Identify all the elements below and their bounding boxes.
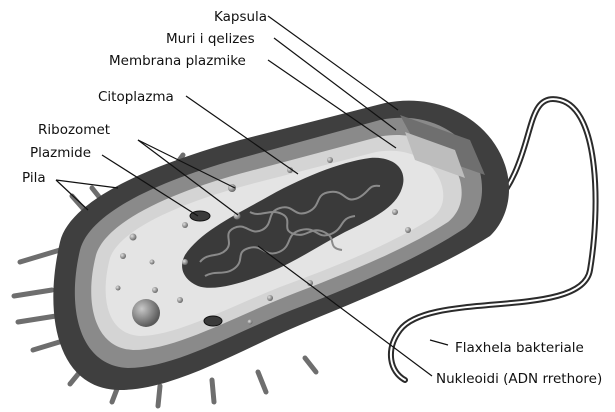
- label-nukleoidi: Nukleoidi (ADN rrethore): [436, 371, 602, 387]
- label-muri-i-qelizes: Muri i qelizes: [166, 31, 255, 47]
- label-citoplazma: Citoplazma: [98, 89, 174, 105]
- label-kapsula: Kapsula: [214, 9, 267, 25]
- label-flaxhela-bakteriale: Flaxhela bakteriale: [455, 340, 584, 356]
- label-ribozomet: Ribozomet: [38, 122, 110, 138]
- label-plazmide: Plazmide: [30, 145, 91, 161]
- label-membrana-plazmike: Membrana plazmike: [109, 53, 246, 69]
- label-pila: Pila: [22, 170, 46, 186]
